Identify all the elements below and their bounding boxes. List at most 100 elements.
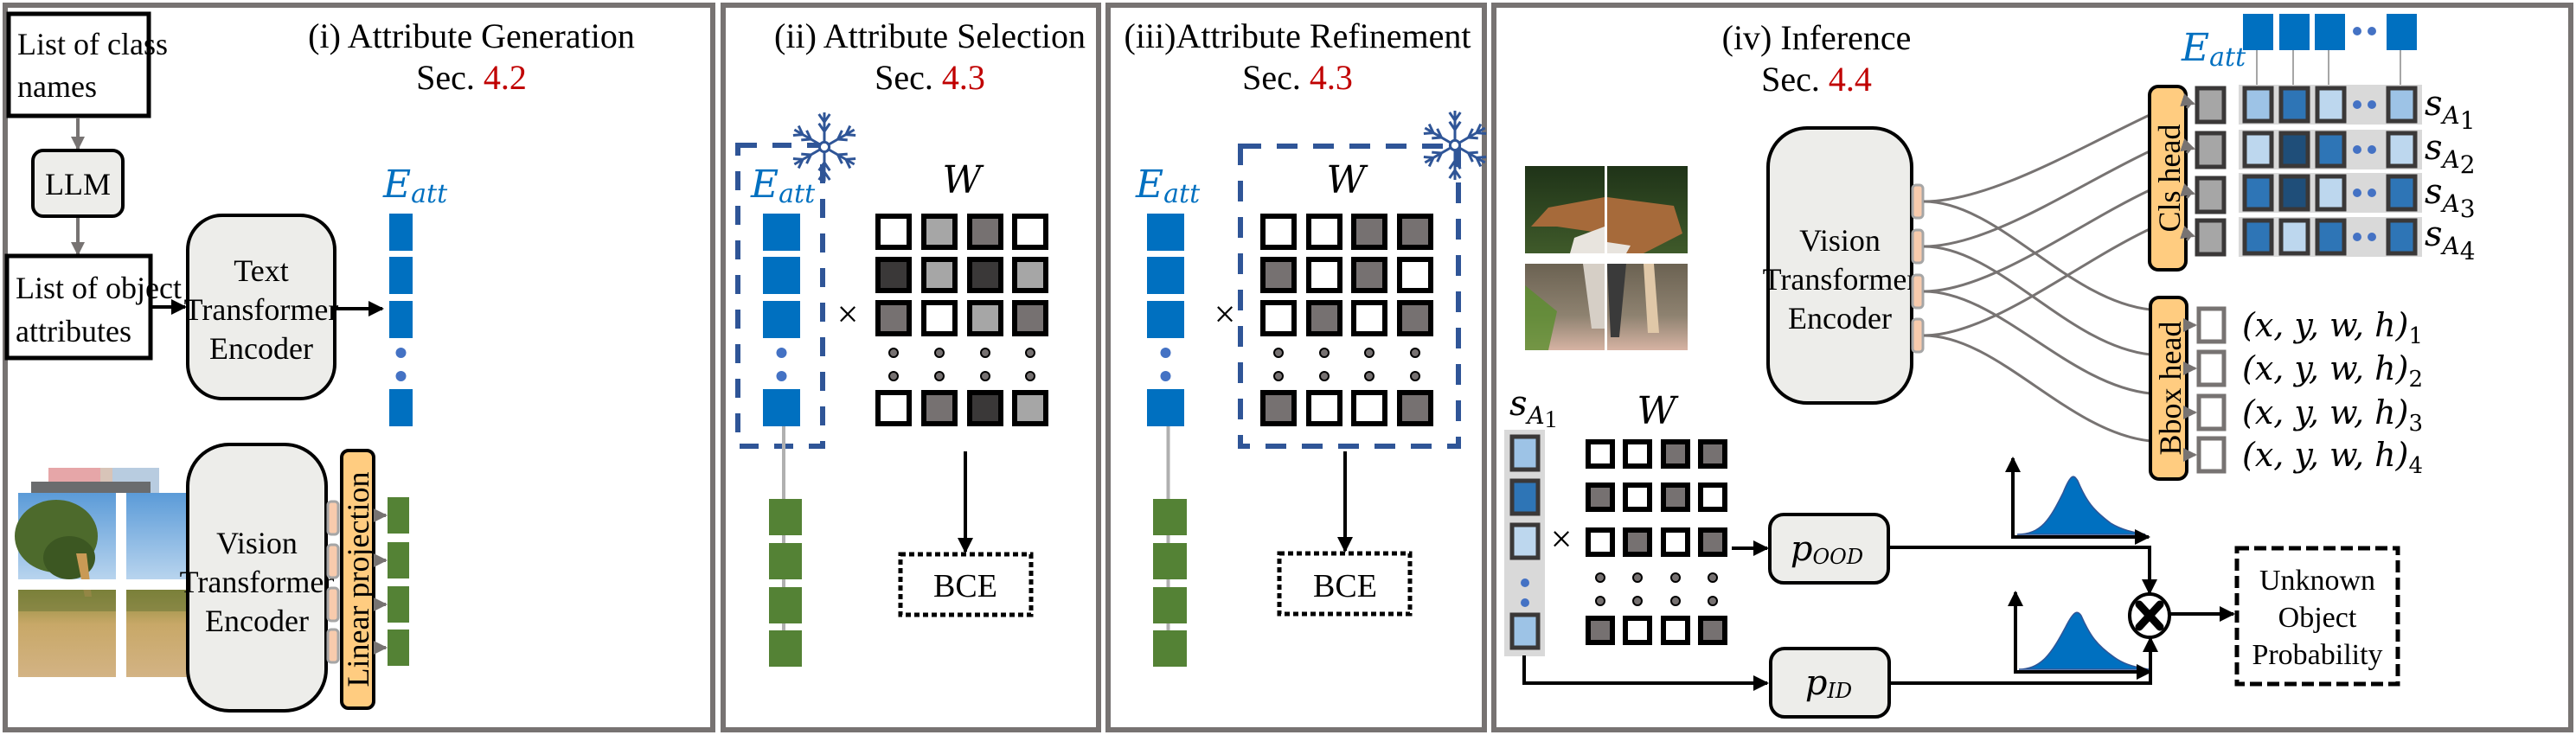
eatt-cell — [2243, 14, 2273, 50]
snowflake-branch — [1467, 128, 1474, 138]
w-cell — [1623, 527, 1652, 557]
panel-frame-refinement — [1105, 3, 1487, 732]
panel-title: (i) Attribute Generation — [308, 16, 635, 55]
w-cell — [1698, 527, 1727, 557]
bce-loss-label: BCE — [1313, 568, 1377, 604]
panel-title: (iv) Inference — [1722, 18, 1912, 57]
panel-generation: (i) Attribute Generation Sec. 4.2 List o… — [4, 11, 635, 713]
vision-encoder-box — [1766, 126, 1913, 405]
eatt-cell — [763, 389, 800, 426]
text-encoder-line2: Transformer — [184, 292, 339, 327]
vision-encoder-line3: Encoder — [1788, 301, 1892, 336]
w-cell — [1623, 483, 1652, 512]
eatt-label: Eatt — [750, 163, 816, 209]
ellipsis-dot — [980, 371, 990, 381]
snowflake-branch — [1436, 128, 1443, 138]
ellipsis-dot — [1364, 371, 1375, 381]
eatt-cell — [2387, 14, 2417, 50]
w-cell — [1586, 616, 1615, 645]
feature-cell — [1153, 630, 1187, 667]
w-cell — [1260, 300, 1297, 336]
ellipsis-dot — [776, 348, 787, 358]
id-to-multiply-arrow — [1889, 636, 2158, 685]
class-names-line1: List of class — [17, 27, 168, 61]
vision-encoder-line1: Vision — [216, 526, 298, 560]
vision-encoder-line2: Transformer — [180, 565, 335, 599]
panel-inference: (iv) Inference Sec. 4.4 Vision Transform… — [1504, 14, 2476, 719]
snowflake-branch — [1432, 150, 1442, 155]
ellipsis-dot — [1521, 578, 1529, 587]
class-embeddings — [2180, 86, 2227, 257]
w-cell — [1586, 527, 1615, 557]
feature-cell — [769, 587, 802, 623]
class-names-line2: names — [17, 69, 97, 104]
snowflake-branch — [1448, 112, 1457, 122]
snowflake-branch — [1453, 112, 1462, 122]
score-cell — [2315, 218, 2347, 256]
output-line1: Unknown — [2259, 565, 2375, 597]
ellipsis-dot — [395, 371, 407, 381]
snowflake-branch — [817, 162, 826, 172]
w-cell — [1260, 390, 1297, 426]
eatt-cell — [1147, 389, 1184, 426]
attribute-score-matrix — [2239, 85, 2422, 257]
class-embedding-cell — [2195, 218, 2227, 257]
snowflake-branch — [1467, 152, 1474, 163]
ellipsis-dot — [1160, 371, 1171, 381]
ellipsis-dot — [1273, 348, 1284, 358]
snowflake-branch — [1448, 169, 1457, 179]
vision-token — [1911, 317, 1925, 354]
snowflake-branch — [801, 152, 811, 157]
test-image-split — [1525, 166, 1688, 350]
bbox-output-cell — [2196, 393, 2227, 431]
ellipsis-dot — [2353, 27, 2361, 35]
snowflake-branch — [805, 154, 812, 164]
w-cell — [1260, 214, 1297, 250]
w-cell — [1012, 257, 1048, 293]
ellipsis-dot — [980, 348, 990, 358]
panel-frame-generation — [3, 3, 715, 732]
training-image-stack — [15, 468, 224, 677]
ellipsis-dot — [2353, 233, 2361, 241]
output-line3: Probability — [2252, 639, 2382, 671]
w-cell — [1586, 483, 1615, 512]
eatt-label: Eatt — [1135, 163, 1201, 209]
vision-encoder-line1: Vision — [1799, 223, 1881, 258]
bbox-output-cell — [2196, 349, 2227, 387]
score-cell — [2386, 86, 2418, 124]
image-feature-vector — [374, 497, 409, 666]
w-cell — [1397, 390, 1433, 426]
snowflake-branch — [1476, 156, 1487, 159]
bce-loss-box — [1277, 551, 1413, 617]
vision-tokens — [1911, 183, 1925, 354]
w-cell — [921, 214, 958, 250]
snowflake-branch — [836, 154, 843, 164]
w-cell — [1661, 439, 1690, 469]
eatt-label: Eatt — [382, 163, 448, 209]
ellipsis-dot — [776, 371, 787, 381]
panel-frame-inference — [1491, 3, 2573, 732]
w-cell — [1698, 483, 1727, 512]
token-to-cls-curve — [1923, 189, 2150, 293]
w-cell — [1012, 300, 1048, 336]
vision-token — [1911, 228, 1925, 265]
w-cell — [967, 300, 1003, 336]
ellipsis-dot — [1410, 348, 1420, 358]
ellipsis-dot — [1670, 596, 1681, 606]
snowflake-branch — [1468, 150, 1478, 155]
sa1-cell — [1509, 478, 1541, 516]
feature-cell — [769, 630, 802, 667]
eatt-vector — [389, 214, 413, 426]
token-to-cls-curve — [1923, 150, 2150, 248]
bce-loss-label: BCE — [933, 568, 997, 604]
arrow-to-pid — [1522, 655, 1769, 691]
ellipsis-dot — [1410, 371, 1420, 381]
sa1-cell — [1509, 612, 1541, 650]
eatt-cell — [763, 214, 800, 251]
sa1-column-vector — [1504, 430, 1545, 656]
snowflake-branch — [837, 137, 848, 142]
class-embedding-cell — [2195, 176, 2227, 214]
snowflake-branch — [1475, 123, 1483, 134]
ellipsis-dot — [1364, 348, 1375, 358]
